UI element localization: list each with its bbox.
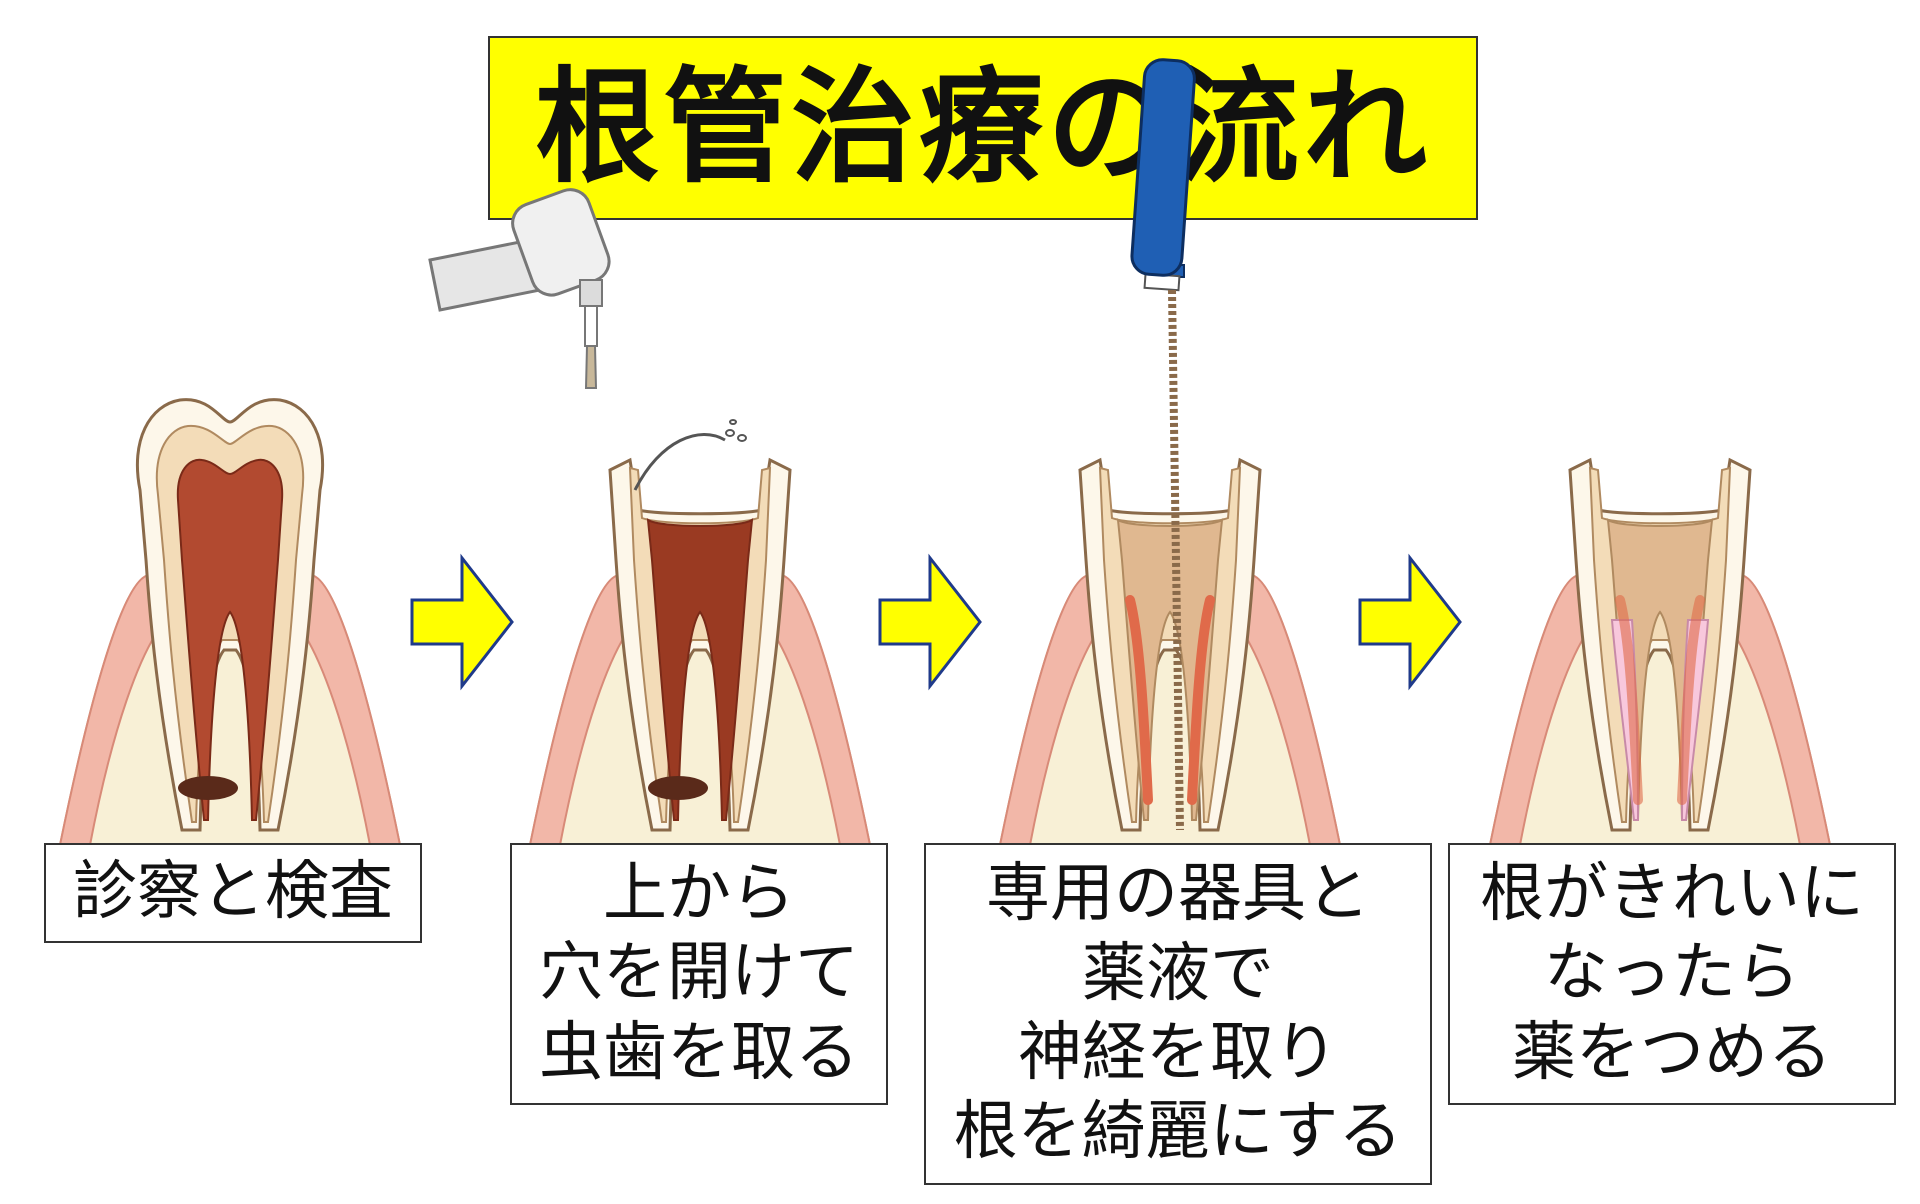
step-3-line-1: 専用の器具と: [986, 857, 1370, 932]
step-3-line-3: 神経を取り: [1018, 1016, 1338, 1090]
arrow-icon: [1358, 556, 1462, 688]
step-3-line-2: 薬液で: [1082, 936, 1274, 1011]
page-title: 根管治療の流れ: [534, 56, 1431, 200]
arrow-icon: [410, 556, 514, 688]
step-1-caption: 診察と検査: [44, 843, 422, 943]
step-4-line-3: 薬をつめる: [1512, 1015, 1832, 1090]
infection-lesion: [178, 776, 238, 800]
step-2-line-3: 虫歯を取る: [539, 1015, 859, 1090]
endodontic-file-icon: [999, 58, 1341, 846]
step-4-line-1: 根がきれいに: [1480, 856, 1864, 931]
step-3-line-4: 根を綺麗にする: [953, 1095, 1403, 1170]
step-2-caption: 上から 穴を開けて 虫歯を取る: [510, 843, 888, 1105]
arrow-icon: [878, 556, 982, 688]
dental-drill-icon: [428, 188, 871, 846]
filled-root-canal-icon: [1489, 458, 1831, 846]
step-4-line-2: なったら: [1544, 936, 1800, 1011]
step-1-line-1: 診察と検査: [73, 855, 393, 930]
step-3-caption: 専用の器具と 薬液で 神経を取り 根を綺麗にする: [924, 843, 1432, 1185]
tooth-with-infection-icon: [59, 398, 401, 846]
step-4-caption: 根がきれいに なったら 薬をつめる: [1448, 843, 1896, 1105]
step-2-line-1: 上から: [603, 856, 795, 931]
title-banner: 根管治療の流れ: [488, 36, 1478, 220]
step-2-line-2: 穴を開けて: [539, 936, 859, 1011]
